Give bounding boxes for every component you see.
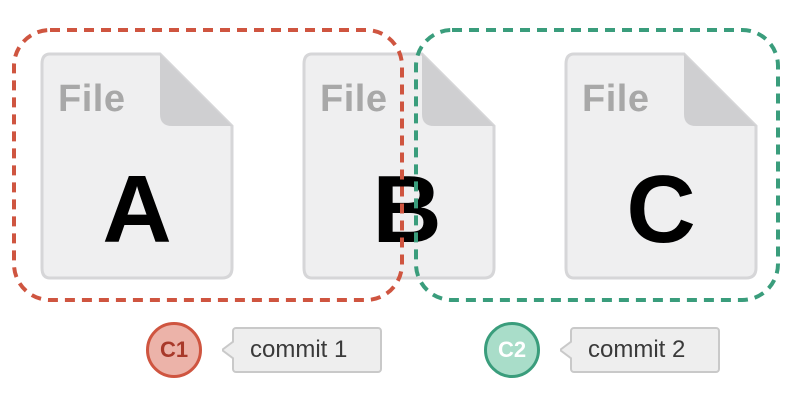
file-a: File A (40, 52, 234, 280)
commit-1-group (12, 28, 404, 302)
commit-1-callout: commit 1 (222, 327, 382, 373)
file-c: File C (564, 52, 758, 280)
commit-2-message: commit 2 (588, 336, 686, 363)
file-letter: B (372, 156, 442, 263)
callout-pointer-icon (560, 341, 572, 359)
file-letter: A (102, 156, 172, 263)
commit-2-badge: C2 (484, 322, 540, 378)
file-icon (302, 52, 496, 280)
commit-1-message: commit 1 (250, 336, 348, 363)
file-letter: C (626, 156, 696, 263)
callout-pointer-icon (222, 341, 234, 359)
commit-1-badge: C1 (146, 322, 202, 378)
file-label: File (320, 78, 388, 120)
commit-2-group (414, 28, 780, 302)
commit-2-callout: commit 2 (560, 327, 720, 373)
file-icon (564, 52, 758, 280)
file-label: File (582, 78, 650, 120)
file-icon (40, 52, 234, 280)
file-b: File B (302, 52, 496, 280)
file-label: File (58, 78, 126, 120)
